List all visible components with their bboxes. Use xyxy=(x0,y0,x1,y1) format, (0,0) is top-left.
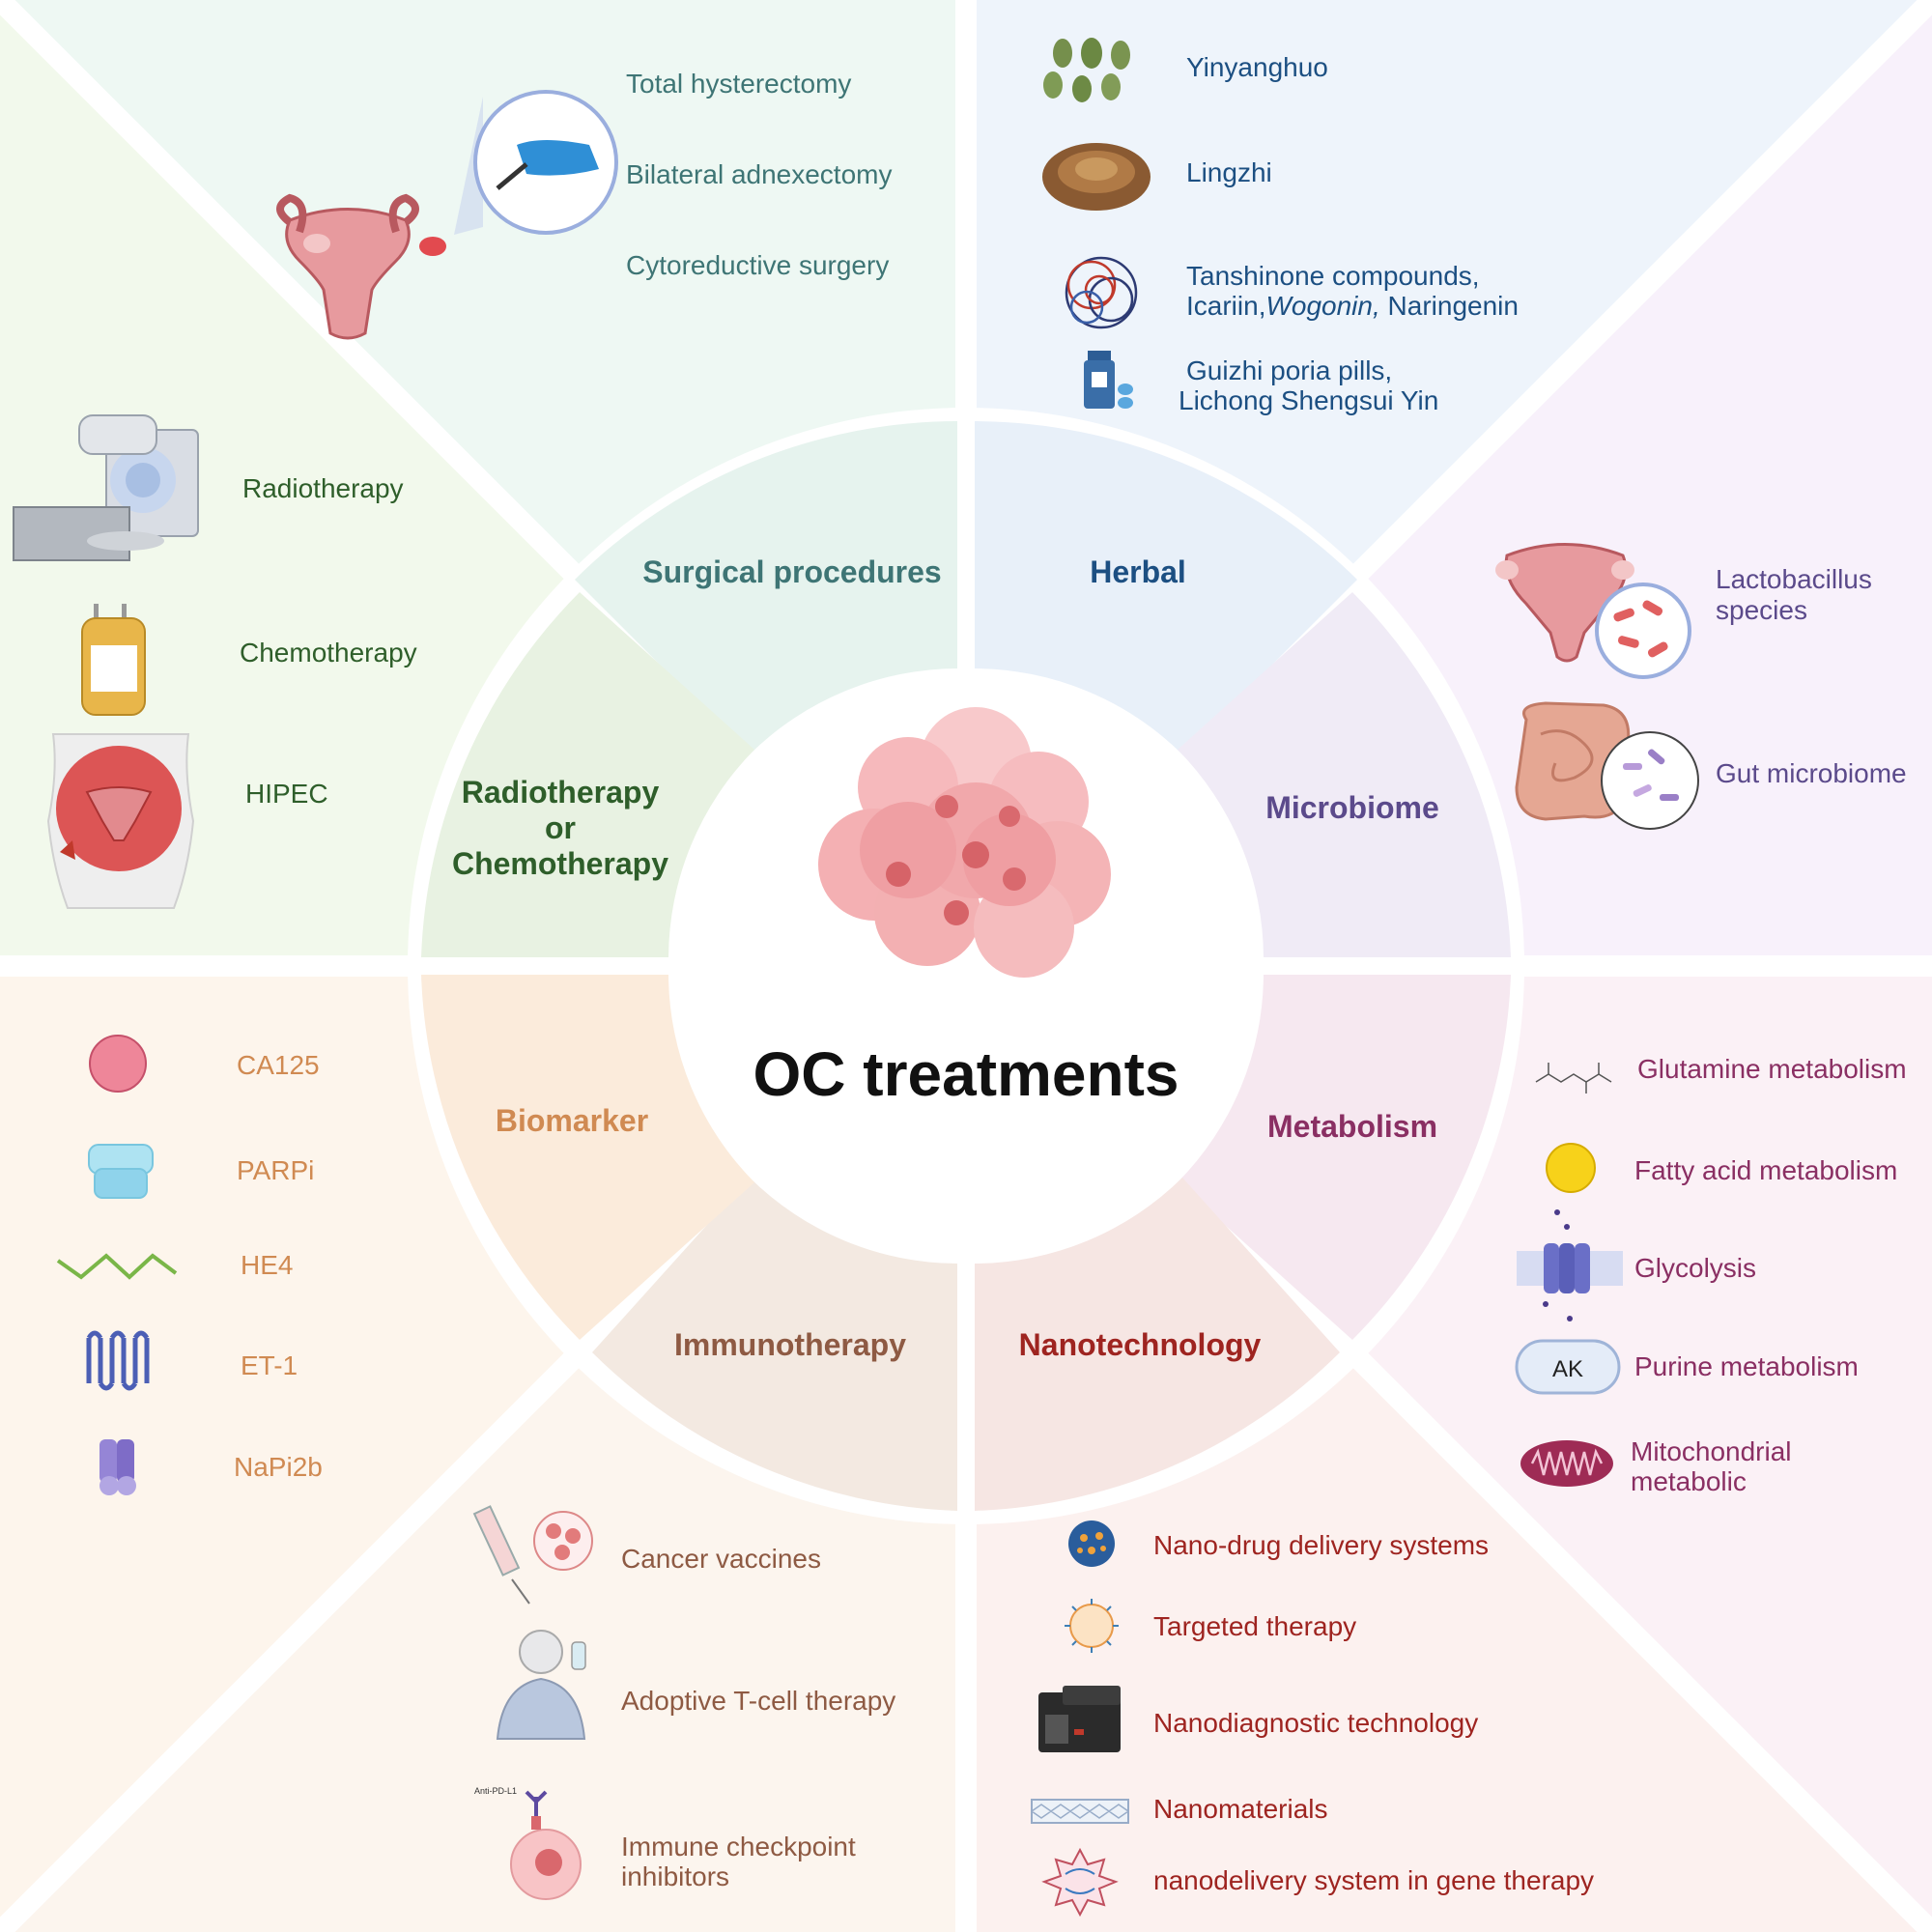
iv-bag-icon xyxy=(81,604,146,716)
patient-icon xyxy=(496,1630,586,1740)
segment-nano xyxy=(975,1178,1340,1511)
herbal-item-wogonin: Wogonin, xyxy=(1265,291,1380,321)
biomarker-item-2: PARPi xyxy=(237,1155,315,1185)
microbiome-item-2: Gut microbiome xyxy=(1716,758,1907,788)
ak-enzyme-icon xyxy=(1515,1339,1621,1395)
nano-item-1: Nano-drug delivery systems xyxy=(1153,1530,1490,1560)
segment-metabolism xyxy=(1178,975,1511,1340)
syringe-cells-icon xyxy=(472,1505,593,1605)
herbal-item-5: Guizhi poria pills, xyxy=(1186,355,1393,385)
anti-pd-l1-label: Anti-PD-L1 xyxy=(474,1786,517,1796)
page-title: OC treatments xyxy=(753,1039,1179,1109)
mushroom-icon xyxy=(1042,143,1151,211)
segment-microbiome xyxy=(1178,592,1511,957)
nano-item-3: Nanodiagnostic technology xyxy=(1153,1708,1479,1738)
microbiome-item-1b: species xyxy=(1716,595,1807,625)
radio-item-2: Chemotherapy xyxy=(240,638,417,668)
metabolism-item-2: Fatty acid metabolism xyxy=(1634,1155,1898,1185)
surgical-item-3: Cytoreductive surgery xyxy=(626,250,890,280)
herbal-item-6: Lichong Shengsui Yin xyxy=(1179,385,1439,415)
nanodelivery-icon xyxy=(1041,1847,1119,1918)
herbal-item-icariin: Icariin, xyxy=(1186,291,1266,321)
segment-label-herbal: Herbal xyxy=(1090,554,1186,589)
metabolism-item-5: Mitochondrial xyxy=(1631,1436,1792,1466)
segment-immuno xyxy=(592,1178,957,1511)
molecule-icon xyxy=(1535,1063,1612,1094)
nano-item-2: Targeted therapy xyxy=(1153,1611,1357,1641)
herbal-item-3: Tanshinone compounds, xyxy=(1186,261,1480,291)
nanoparticle-icon xyxy=(1068,1520,1115,1567)
segment-label-immuno: Immunotherapy xyxy=(673,1327,907,1362)
uterus-bacteria-icon xyxy=(1495,543,1691,679)
wave-icon xyxy=(56,1253,178,1280)
herbal-item-2: Lingzhi xyxy=(1186,157,1272,187)
ak-enzyme-label: AK xyxy=(1552,1356,1583,1382)
antibody-cell-icon xyxy=(510,1790,582,1900)
radio-item-1: Radiotherapy xyxy=(242,473,404,503)
parp-icon xyxy=(88,1144,154,1199)
immuno-item-3: Immune checkpoint xyxy=(621,1832,856,1861)
tumor-cells-icon xyxy=(818,707,1111,978)
sphere-icon xyxy=(89,1035,147,1093)
metabolism-item-1: Glutamine metabolism xyxy=(1637,1054,1907,1084)
ring-segments xyxy=(421,421,1511,1511)
immuno-item-3b: inhibitors xyxy=(621,1861,730,1891)
scalpel-hand-icon xyxy=(454,90,618,235)
immuno-item-1: Cancer vaccines xyxy=(621,1544,821,1574)
microbiome-item-1: Lactobacillus xyxy=(1716,564,1872,594)
segment-label-radio-line3: Chemotherapy xyxy=(451,846,669,881)
biomarker-item-4: ET-1 xyxy=(241,1350,298,1380)
segment-biomarker xyxy=(421,975,754,1340)
segment-surgical xyxy=(575,421,957,754)
surgical-item-1: Total hysterectomy xyxy=(626,69,852,99)
membrane-channel-icon xyxy=(1517,1209,1623,1321)
metabolism-item-4: Purine metabolism xyxy=(1634,1351,1859,1381)
radio-item-3: HIPEC xyxy=(245,779,328,809)
nano-item-4: Nanomaterials xyxy=(1153,1794,1328,1824)
segment-label-radio: Radiotherapy or Chemotherapy xyxy=(440,775,681,882)
abdomen-icon xyxy=(46,733,195,909)
leaves-icon xyxy=(1043,38,1130,102)
radiotherapy-machine-icon xyxy=(13,414,199,561)
nanotube-icon xyxy=(1031,1799,1129,1824)
biomarker-item-5: NaPi2b xyxy=(234,1452,323,1482)
mitochondria-icon xyxy=(1520,1440,1613,1487)
herbal-item-1: Yinyanghuo xyxy=(1186,52,1328,82)
segment-label-radio-line1: Radiotherapy xyxy=(461,775,660,810)
pill-bottle-icon xyxy=(1084,351,1133,409)
segment-label-metabolism: Metabolism xyxy=(1266,1109,1438,1144)
segment-label-radio-line2: or xyxy=(545,810,576,845)
herbal-item-4-line: Icariin,Wogonin, Naringenin xyxy=(1186,291,1519,322)
nano-item-5: nanodelivery system in gene therapy xyxy=(1153,1865,1595,1895)
metabolism-item-5b: metabolic xyxy=(1631,1466,1747,1496)
sequencer-icon xyxy=(1038,1686,1121,1752)
lipid-droplet-icon xyxy=(1546,1143,1596,1193)
center-disc xyxy=(670,670,1262,1262)
biomarker-item-1: CA125 xyxy=(237,1050,320,1080)
transporter-icon xyxy=(99,1439,136,1495)
uterus-icon xyxy=(276,193,446,340)
herbal-item-naringenin: Naringenin xyxy=(1387,291,1519,321)
segment-label-microbiome: Microbiome xyxy=(1265,790,1439,825)
metabolism-item-3: Glycolysis xyxy=(1634,1253,1757,1283)
surgical-item-2: Bilateral adnexectomy xyxy=(626,159,893,189)
segment-label-biomarker: Biomarker xyxy=(495,1103,649,1138)
biomarker-item-3: HE4 xyxy=(241,1250,294,1280)
segment-label-nano: Nanotechnology xyxy=(1018,1327,1262,1362)
intestine-icon xyxy=(1515,701,1699,830)
segment-herbal xyxy=(975,421,1357,754)
segment-radio xyxy=(421,592,754,957)
segment-label-surgical: Surgical procedures xyxy=(642,554,942,589)
virus-icon xyxy=(1065,1599,1119,1653)
receptor-icon xyxy=(86,1330,150,1391)
compound-icon xyxy=(1065,256,1138,329)
immuno-item-2: Adoptive T-cell therapy xyxy=(621,1686,896,1716)
